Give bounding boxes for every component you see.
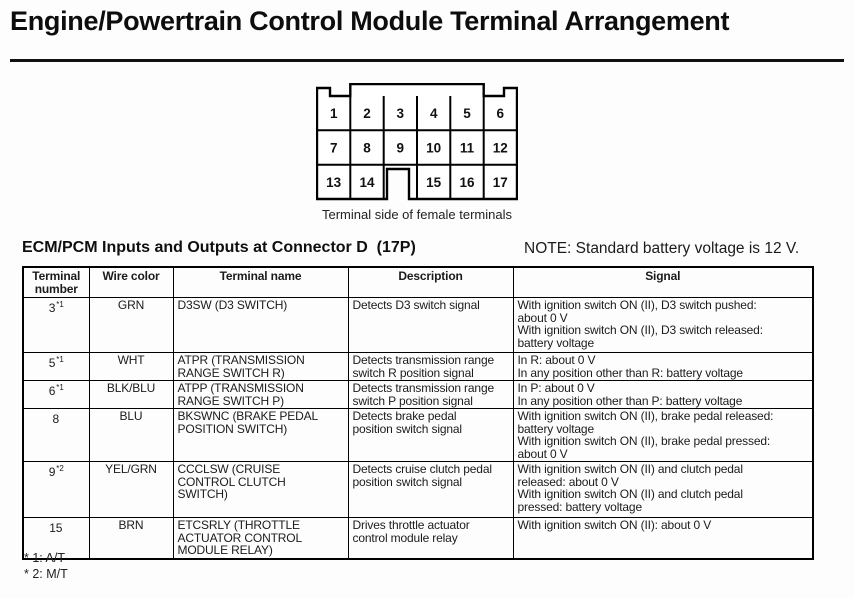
terminal-cell: 3*1 <box>22 297 90 353</box>
signal-cell: In R: about 0 V In any position other th… <box>512 352 814 381</box>
connector-caption: Terminal side of female terminals <box>321 207 513 222</box>
terminal-number-14: 14 <box>359 175 375 190</box>
table-row: 9*2 YEL/GRN CCCLSW (CRUISE CONTROL CLUTC… <box>22 461 814 518</box>
wire-color-cell: BLK/BLU <box>88 380 174 409</box>
section-heading: ECM/PCM Inputs and Outputs at Connector … <box>22 239 416 256</box>
terminal-number-8: 8 <box>363 141 371 156</box>
title-divider <box>10 59 844 62</box>
wire-color-cell: BLU <box>88 408 174 462</box>
terminal-number-11: 11 <box>460 141 475 156</box>
connector-diagram: 1 2 3 4 5 6 7 8 9 10 11 12 13 14 15 16 1… <box>316 83 518 201</box>
terminal-name-cell: ETCSRLY (THROTTLE ACTUATOR CONTROL MODUL… <box>172 517 349 559</box>
footnote-ref: *1 <box>56 355 64 364</box>
header-signal: Signal <box>512 266 814 298</box>
terminal-number-6: 6 <box>497 106 505 121</box>
header-wire-color: Wire color <box>88 266 174 298</box>
header-terminal-name: Terminal name <box>172 266 349 298</box>
description-cell: Detects brake pedal position switch sign… <box>347 408 514 462</box>
terminal-cell: 6*1 <box>22 380 90 409</box>
wire-color-cell: YEL/GRN <box>88 461 174 518</box>
terminal-name-cell: BKSWNC (BRAKE PEDAL POSITION SWITCH) <box>172 408 349 462</box>
terminal-number-3: 3 <box>397 106 405 121</box>
signal-cell: With ignition switch ON (II) and clutch … <box>512 461 814 518</box>
table-row: 5*1 WHT ATPR (TRANSMISSION RANGE SWITCH … <box>22 352 814 381</box>
table-row: 15 BRN ETCSRLY (THROTTLE ACTUATOR CONTRO… <box>22 517 814 559</box>
terminal-cell: 15 <box>22 517 90 559</box>
description-cell: Detects cruise clutch pedal position swi… <box>347 461 514 518</box>
battery-voltage-note: NOTE: Standard battery voltage is 12 V. <box>524 240 800 257</box>
terminal-cell: 9*2 <box>22 461 90 518</box>
wire-color-cell: GRN <box>88 297 174 353</box>
terminal-number-7: 7 <box>330 141 338 156</box>
terminal-table: Terminal number Wire color Terminal name… <box>22 266 814 560</box>
page-title: Engine/Powertrain Control Module Termina… <box>10 6 730 36</box>
description-cell: Detects transmission range switch R posi… <box>347 352 514 381</box>
terminal-number-1: 1 <box>330 106 338 121</box>
table-row: 3*1 GRN D3SW (D3 SWITCH) Detects D3 swit… <box>22 297 814 353</box>
table-row: 6*1 BLK/BLU ATPP (TRANSMISSION RANGE SWI… <box>22 380 814 409</box>
header-terminal-number: Terminal number <box>22 266 90 298</box>
terminal-number-10: 10 <box>426 141 441 156</box>
footnote-at: * 1: A/T <box>24 551 65 565</box>
table-row: 8 BLU BKSWNC (BRAKE PEDAL POSITION SWITC… <box>22 408 814 462</box>
terminal-number-4: 4 <box>430 106 438 121</box>
footnote-mt: * 2: M/T <box>24 567 68 581</box>
terminal-cell: 5*1 <box>22 352 90 381</box>
description-cell: Detects D3 switch signal <box>347 297 514 353</box>
terminal-number-16: 16 <box>459 175 475 190</box>
wire-color-cell: WHT <box>88 352 174 381</box>
table-header-row: Terminal number Wire color Terminal name… <box>22 266 814 298</box>
description-cell: Detects transmission range switch P posi… <box>347 380 514 409</box>
terminal-name-cell: ATPP (TRANSMISSION RANGE SWITCH P) <box>172 380 349 409</box>
terminal-name-cell: CCCLSW (CRUISE CONTROL CLUTCH SWITCH) <box>172 461 349 518</box>
signal-cell: With ignition switch ON (II), D3 switch … <box>512 297 814 353</box>
terminal-name-cell: ATPR (TRANSMISSION RANGE SWITCH R) <box>172 352 349 381</box>
signal-cell: With ignition switch ON (II), brake peda… <box>512 408 814 462</box>
terminal-name-cell: D3SW (D3 SWITCH) <box>172 297 349 353</box>
header-description: Description <box>347 266 514 298</box>
terminal-cell: 8 <box>22 408 90 462</box>
terminal-number-13: 13 <box>326 175 342 190</box>
terminal-number-9: 9 <box>397 141 405 156</box>
footnote-ref: *1 <box>56 383 64 392</box>
terminal-number-15: 15 <box>426 175 442 190</box>
footnote-ref: *2 <box>56 464 64 473</box>
signal-cell: In P: about 0 V In any position other th… <box>512 380 814 409</box>
terminal-number-17: 17 <box>493 175 508 190</box>
terminal-number-12: 12 <box>493 141 508 156</box>
terminal-number-5: 5 <box>463 106 471 121</box>
description-cell: Drives throttle actuator control module … <box>347 517 514 559</box>
signal-cell: With ignition switch ON (II): about 0 V <box>512 517 814 559</box>
terminal-number-2: 2 <box>363 106 371 121</box>
footnote-ref: *1 <box>56 300 64 309</box>
wire-color-cell: BRN <box>88 517 174 559</box>
